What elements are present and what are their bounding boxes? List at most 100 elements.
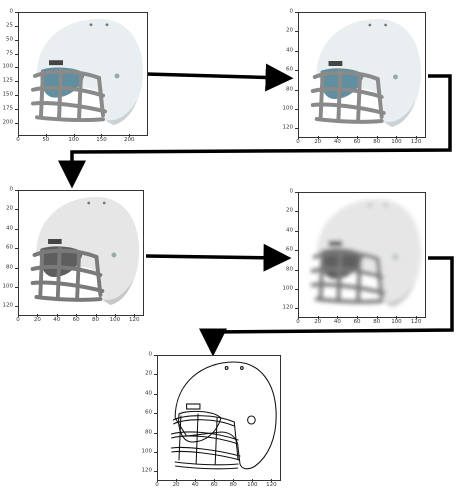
vent-hole [240,366,244,370]
arrow-original-to-resized [145,63,294,92]
x-tick-mark [95,314,97,317]
y-tick-mark [15,306,18,308]
y-tick-mark [15,39,18,41]
y-tick-label: 150 [2,91,14,98]
y-tick-label: 120 [2,302,14,309]
x-tick-mark [157,479,158,482]
vent-hole [224,366,229,370]
brand-plate [328,61,343,66]
y-tick-label: 120 [282,304,294,311]
helmet-image [170,361,277,470]
facemask-bar [30,280,105,293]
y-tick-mark [295,50,298,52]
y-tick-label: 80 [6,263,13,270]
y-tick-label: 25 [6,22,13,29]
x-tick-label: 60 [72,317,80,323]
y-tick-mark [15,81,18,83]
y-tick-mark [15,209,18,211]
x-tick-label: 0 [155,482,159,488]
y-tick-label: 40 [6,225,13,231]
helmet-shell [36,197,140,304]
image-canvas [310,199,422,307]
y-tick-mark [295,308,298,310]
y-tick-label: 60 [286,246,293,253]
x-tick-mark [317,316,319,319]
facemask-bar [31,85,105,98]
x-tick-mark [233,479,235,482]
y-tick-mark [295,31,298,33]
image-canvas [31,18,143,126]
x-tick-label: 60 [210,482,218,488]
y-tick-mark [295,230,298,232]
facemask-edge [173,419,235,427]
facemask-edge [175,465,239,470]
y-tick-mark [15,190,18,191]
facemask-bar [34,295,103,302]
image-axes-frame [298,192,426,318]
x-tick-mark [45,134,47,137]
y-tick-label: 20 [6,205,13,212]
facemask-edge [171,450,241,461]
y-tick-mark [15,228,18,230]
y-tick-mark [295,108,298,110]
y-tick-mark [15,109,18,111]
helmet-image [30,197,140,305]
y-tick-mark [15,95,18,97]
x-tick-label: 80 [92,317,99,323]
x-tick-mark [18,134,19,137]
vent-hole [105,23,109,27]
facemask-bar [32,248,99,259]
x-tick-mark [298,316,299,319]
image-axes-frame [157,355,281,481]
x-tick-mark [252,479,254,482]
facemask-bar [318,251,325,299]
x-tick-mark [317,136,319,139]
y-tick-label: 50 [6,35,13,42]
x-tick-label: 120 [129,317,140,323]
facemask-bar [375,257,384,299]
x-tick-mark [396,316,398,319]
facemask-bar [318,71,325,119]
x-tick-label: 80 [229,482,237,488]
image-canvas [170,361,277,470]
y-tick-label: 100 [2,283,14,290]
facemask-bar [94,255,103,297]
facemask-bar [312,250,380,261]
helmet-image [310,19,422,127]
y-tick-label: 60 [6,244,13,251]
x-tick-label: 100 [247,482,258,488]
y-tick-mark [295,89,298,91]
facemask-bar [336,69,343,123]
facemask-bar [356,253,362,303]
x-tick-label: 60 [353,139,361,145]
facemask-bar [312,70,380,81]
y-tick-label: 0 [289,8,294,15]
x-tick-mark [37,314,39,317]
x-tick-mark [416,316,418,319]
image-axes-frame [18,12,148,136]
facemask-bar [310,102,386,115]
facemask-bar [97,75,105,118]
ear-hole [111,252,117,258]
y-tick-label: 0 [9,8,14,15]
y-tick-label: 80 [286,85,293,92]
facemask-bar [39,70,45,118]
x-tick-label: 120 [266,482,277,488]
y-tick-mark [15,25,18,27]
y-tick-label: 20 [145,370,152,377]
x-tick-mark [176,479,178,482]
x-tick-label: 80 [373,319,381,325]
y-tick-label: 120 [141,467,153,474]
y-tick-mark [295,70,298,72]
y-tick-mark [295,12,298,13]
facemask-bar [55,247,62,301]
ear-hole [393,74,398,80]
vent-hole [368,203,372,207]
vent-hole [102,201,106,205]
x-tick-label: 40 [333,139,341,145]
x-tick-mark [376,316,378,319]
facemask-bar [356,73,362,123]
facemask-bar [75,251,82,301]
